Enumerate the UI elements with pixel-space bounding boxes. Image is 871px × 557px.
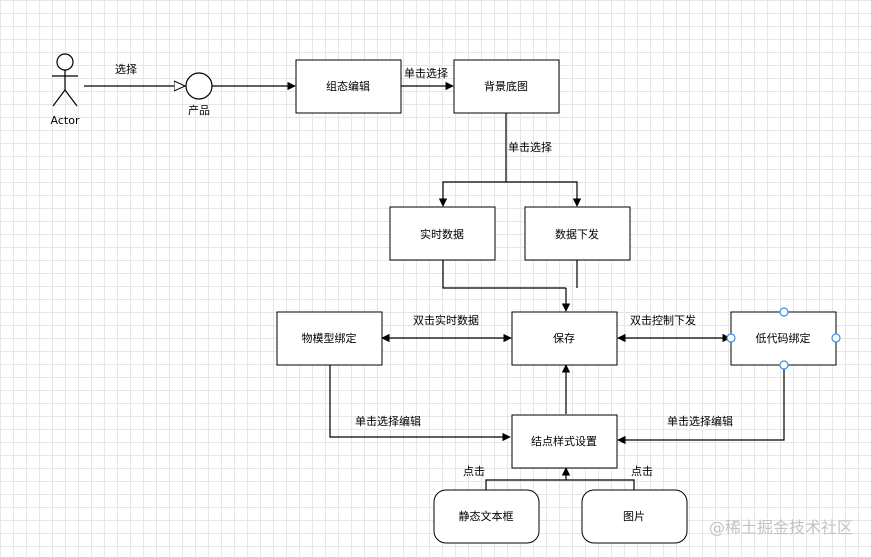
edge-model-style xyxy=(329,364,511,442)
node-static-text[interactable]: 静态文本框 xyxy=(433,489,540,544)
edge-static-merge xyxy=(485,479,566,490)
node-image[interactable]: 图片 xyxy=(581,489,688,544)
node-style-settings[interactable]: 结点样式设置 xyxy=(511,414,618,469)
selection-handle-bottom[interactable] xyxy=(779,360,789,370)
node-background-label: 背景底图 xyxy=(484,79,528,93)
selection-handle-right[interactable] xyxy=(831,333,841,343)
node-save[interactable]: 保存 xyxy=(511,311,618,366)
edge-image-merge xyxy=(566,479,635,490)
node-background[interactable]: 背景底图 xyxy=(453,59,560,114)
edge-label-click-static: 点击 xyxy=(463,465,485,478)
node-data-send-label: 数据下发 xyxy=(555,227,599,241)
node-realtime-label: 实时数据 xyxy=(420,227,464,241)
edge-label-click-edit-right: 单击选择编辑 xyxy=(667,414,733,428)
watermark: @稀土掘金技术社区 xyxy=(709,518,853,537)
edge-label-select: 选择 xyxy=(115,62,137,76)
edge-label-click-edit-left: 单击选择编辑 xyxy=(355,414,421,428)
node-image-label: 图片 xyxy=(623,510,645,523)
actor-figure[interactable] xyxy=(52,53,78,107)
node-lowcode-bind[interactable]: 低代码绑定 xyxy=(730,311,837,366)
node-lowcode-bind-label: 低代码绑定 xyxy=(756,331,811,345)
actor-label: Actor xyxy=(51,114,80,127)
node-model-bind[interactable]: 物模型绑定 xyxy=(276,311,383,366)
node-save-label: 保存 xyxy=(553,331,575,345)
edge-label-click-select-2: 单击选择 xyxy=(508,140,552,154)
edge-label-click-image: 点击 xyxy=(631,465,653,478)
edge-label-dbl-realtime: 双击实时数据 xyxy=(413,313,479,327)
selection-handle-top[interactable] xyxy=(779,307,789,317)
edge-label-dbl-control-send: 双击控制下发 xyxy=(630,313,696,327)
edge-lowcode-style xyxy=(617,364,785,445)
node-style-settings-label: 结点样式设置 xyxy=(531,434,597,448)
node-model-bind-label: 物模型绑定 xyxy=(302,331,357,345)
edge-split-realtime xyxy=(438,181,506,207)
edge-split-datasend xyxy=(506,181,582,207)
product-label: 产品 xyxy=(188,103,210,117)
edge-realtime-merge xyxy=(442,260,566,289)
product-node[interactable] xyxy=(185,72,213,100)
node-config-edit-label: 组态编辑 xyxy=(326,79,370,93)
node-static-text-label: 静态文本框 xyxy=(459,509,514,523)
node-data-send[interactable]: 数据下发 xyxy=(524,206,631,261)
selection-handle-left[interactable] xyxy=(726,333,736,343)
edge-label-click-select-1: 单击选择 xyxy=(404,66,448,80)
node-realtime[interactable]: 实时数据 xyxy=(389,206,496,261)
node-config-edit[interactable]: 组态编辑 xyxy=(295,59,402,114)
